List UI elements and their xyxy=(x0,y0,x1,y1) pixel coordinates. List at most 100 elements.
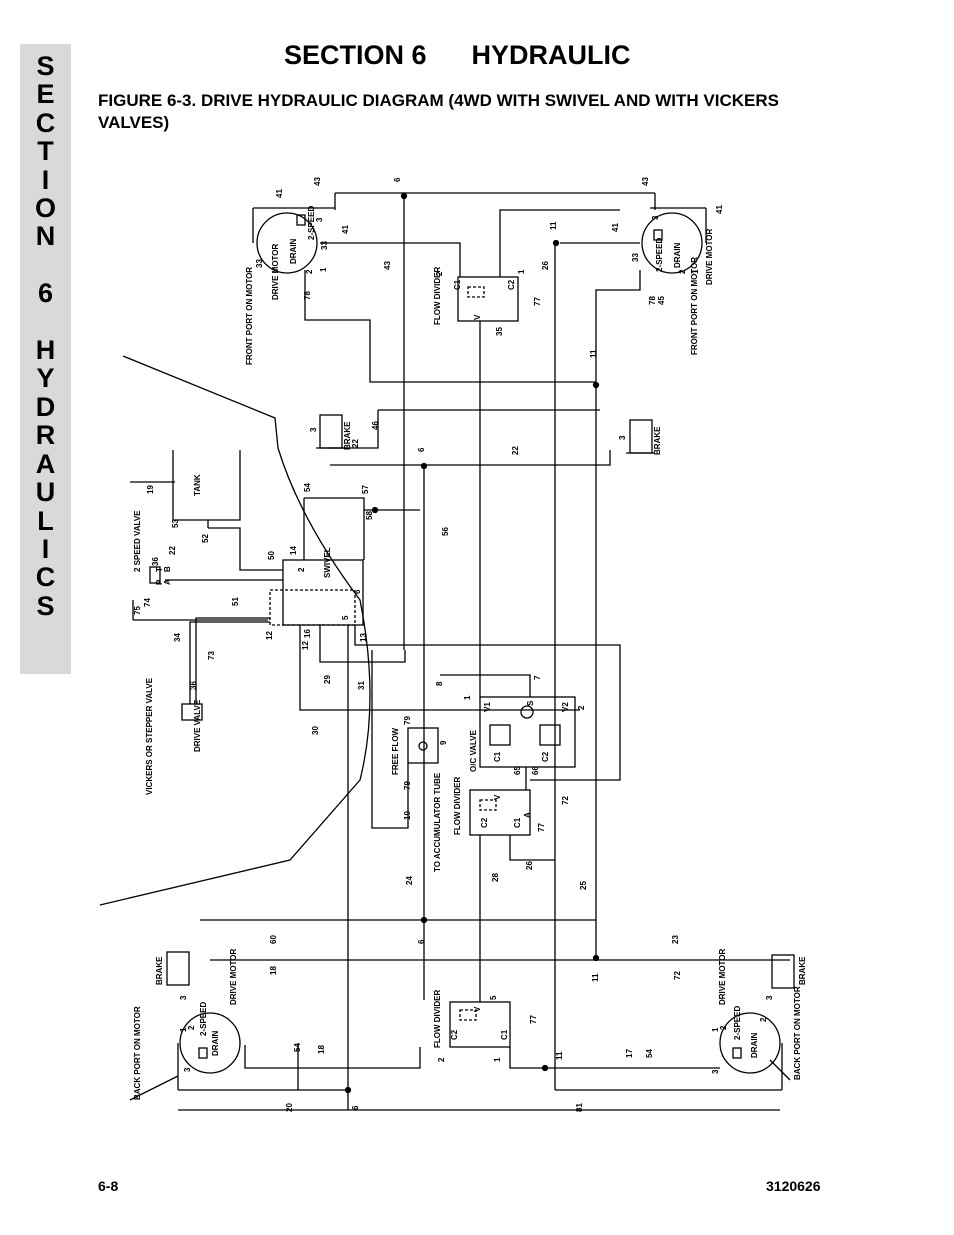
num-3-brk-br: 3 xyxy=(765,995,774,1000)
num-2-bl: 2 xyxy=(187,1025,196,1030)
num-41-tl: 41 xyxy=(275,189,284,198)
port-v2: V2 xyxy=(561,702,570,712)
num-54-top: 54 xyxy=(303,483,312,492)
drive-motor-bottom-right xyxy=(555,1012,783,1091)
num-41-tr: 41 xyxy=(715,205,724,214)
num-41-tl2: 41 xyxy=(341,225,350,234)
num-1-tr: 1 xyxy=(691,269,700,274)
num-14: 14 xyxy=(289,546,298,555)
port-b: B xyxy=(163,566,172,572)
num-75: 75 xyxy=(133,606,142,615)
line-junctions xyxy=(344,192,600,1094)
num-26-mid: 26 xyxy=(525,861,534,870)
label-brake-bl: BRAKE xyxy=(155,956,164,985)
num-33-tl: 33 xyxy=(320,241,329,250)
oc-valve xyxy=(479,696,576,768)
label-drive-motor-tr: DRIVE MOTOR xyxy=(705,228,714,285)
page-number: 6-8 xyxy=(98,1178,119,1194)
num-43-mid: 43 xyxy=(383,261,392,270)
num-6-top: 6 xyxy=(393,177,402,182)
side-letter: I xyxy=(41,533,50,564)
num-3-brk-tl: 3 xyxy=(309,427,318,432)
num-3-tr: 3 xyxy=(651,215,660,220)
num-2-oc: 2 xyxy=(577,705,586,710)
num-24: 24 xyxy=(405,876,414,885)
num-35-top: 35 xyxy=(495,327,504,336)
num-43-tl: 43 xyxy=(313,177,322,186)
brake-top-right xyxy=(626,419,655,454)
num-33-tl2: 33 xyxy=(255,259,264,268)
label-drive-motor-br: DRIVE MOTOR xyxy=(718,948,727,1005)
callout-back-port-left xyxy=(129,1075,179,1101)
num-31: 31 xyxy=(357,681,366,690)
label-tank: TANK xyxy=(193,474,202,496)
num-41-tr2: 41 xyxy=(611,223,620,232)
num-18-bl: 18 xyxy=(317,1045,326,1054)
num-38: 36 xyxy=(189,681,198,690)
num-1-br: 1 xyxy=(711,1027,720,1032)
num-52: 52 xyxy=(201,534,210,543)
num-43-tr: 43 xyxy=(641,177,650,186)
num-17: 17 xyxy=(625,1049,634,1058)
side-letter: D xyxy=(35,391,56,422)
num-22-r: 22 xyxy=(511,446,520,455)
label-free-flow: FREE FLOW xyxy=(391,727,400,775)
num-78-tl: 78 xyxy=(303,291,312,300)
num-11-bot: 11 xyxy=(555,1051,564,1060)
num-2-tr: 2 xyxy=(678,269,687,274)
num-6-mid: 6 xyxy=(417,447,426,452)
free-flow-valve xyxy=(407,727,439,764)
side-tab-letters: S E C T I O N 6 H Y D R A U L I C S xyxy=(20,52,71,621)
num-13: 13 xyxy=(359,633,368,642)
side-letter: N xyxy=(35,221,56,252)
num-74: 74 xyxy=(143,598,152,607)
num-46: 46 xyxy=(371,421,380,430)
num-66: 66 xyxy=(531,766,540,775)
figure-title: FIGURE 6-3. DRIVE HYDRAULIC DIAGRAM (4WD… xyxy=(98,91,779,132)
num-36: 36 xyxy=(151,557,160,566)
label-drain-bl: DRAIN xyxy=(211,1030,220,1056)
num-3-tl: 3 xyxy=(315,217,324,222)
side-letter: I xyxy=(41,164,50,195)
num-2-fdb: 2 xyxy=(437,1057,446,1062)
num-3-bl: 3 xyxy=(183,1067,192,1072)
label-two-speed-tl: 2-SPEED xyxy=(307,206,316,240)
section-title: SECTION 6 HYDRAULIC xyxy=(284,40,631,70)
side-letter: U xyxy=(35,477,56,508)
num-3-brk-bl: 3 xyxy=(179,995,188,1000)
side-letter: 6 xyxy=(37,278,54,309)
side-letter: E xyxy=(36,79,55,110)
port-v1: V1 xyxy=(483,702,492,712)
num-19: 19 xyxy=(146,485,155,494)
drive-valve xyxy=(181,617,270,721)
num-2-tl: 2 xyxy=(305,269,314,274)
flow-divider-top xyxy=(457,276,519,322)
label-two-speed-valve: 2 SPEED VALVE xyxy=(133,510,142,572)
num-73: 73 xyxy=(207,651,216,660)
num-33-tr: 33 xyxy=(631,253,640,262)
label-flow-divider-top: FLOW DIVIDER xyxy=(433,267,442,325)
num-56: 56 xyxy=(441,527,450,536)
side-letter: O xyxy=(34,193,56,224)
num-11-top: 11 xyxy=(549,221,558,230)
drive-motor-top-right xyxy=(560,207,707,274)
num-79-b: 79 xyxy=(403,781,412,790)
num-77-bot: 77 xyxy=(529,1015,538,1024)
num-53: 53 xyxy=(171,519,180,528)
label-oc-valve: O/C VALVE xyxy=(469,729,478,772)
num-1-bl: 1 xyxy=(179,1027,188,1032)
num-60: 60 xyxy=(269,935,278,944)
port-p: P xyxy=(155,579,164,585)
label-flow-divider-bot: FLOW DIVIDER xyxy=(433,990,442,1048)
label-swivel: SWIVEL xyxy=(323,547,332,578)
machine-outline xyxy=(99,355,371,906)
side-letter: R xyxy=(35,420,56,451)
num-11-r: 11 xyxy=(589,349,598,358)
num-6-bot: 6 xyxy=(351,1105,360,1110)
two-speed-valve xyxy=(132,566,268,621)
label-vickers: VICKERS OR STEPPER VALVE xyxy=(145,677,154,795)
port-c2-top: C2 xyxy=(507,279,516,290)
side-letter: S xyxy=(36,590,55,621)
num-77-top: 77 xyxy=(533,297,542,306)
label-drive-motor-bl: DRIVE MOTOR xyxy=(229,948,238,1005)
